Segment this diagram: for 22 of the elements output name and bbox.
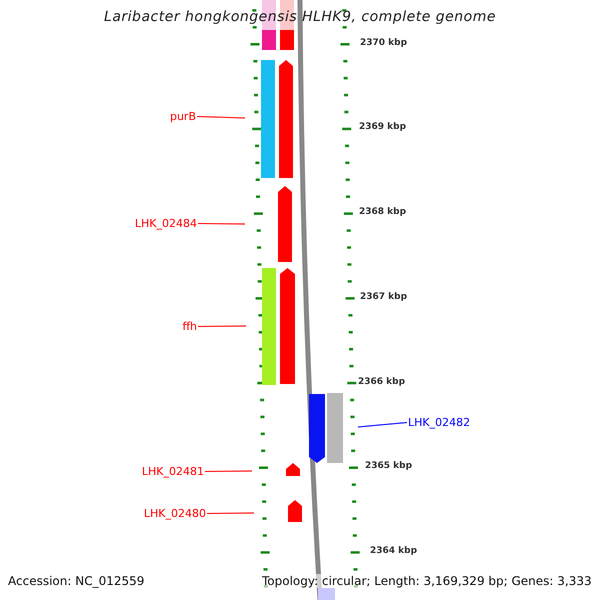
scale-label: 2364 kbp — [370, 546, 418, 556]
gene-label: LHK_02484 — [134, 217, 197, 230]
gene-label: purB — [170, 110, 196, 123]
genome-info-text: Topology: circular; Length: 3,169,329 bp; Genes: 3,333 — [262, 574, 592, 588]
leader-line — [204, 470, 252, 472]
leader-line — [196, 116, 246, 118]
leader-line — [206, 512, 254, 514]
scale-label: 2366 kbp — [358, 377, 406, 387]
scale-label: 2365 kbp — [365, 461, 412, 471]
leader-line — [358, 422, 408, 428]
title: Laribacter hongkongensis HLHK9, complete genome — [103, 9, 497, 25]
scale-label: 2369 kbp — [359, 122, 406, 132]
scale-label: 2368 kbp — [359, 207, 406, 217]
leader-line — [198, 223, 246, 224]
gene-label: LHK_02482 — [408, 416, 470, 429]
leader-line — [198, 326, 246, 327]
gene-label: LHK_02481 — [142, 465, 204, 478]
gene-label: ffh — [182, 320, 197, 333]
gene-label: LHK_02480 — [144, 507, 206, 520]
accession-text: Accession: NC_012559 — [8, 574, 144, 588]
scale-label: 2370 kbp — [360, 38, 408, 48]
scale-label: 2367 kbp — [360, 292, 408, 302]
